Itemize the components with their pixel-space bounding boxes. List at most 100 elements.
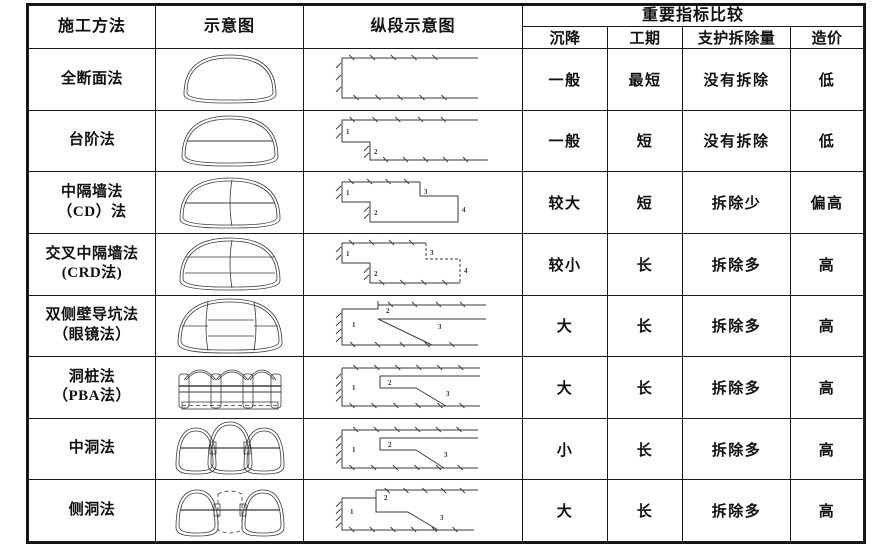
- cell-settlement: 小: [522, 417, 608, 481]
- cell-cross-section-figure: [155, 109, 304, 173]
- cell-method: 全断面法: [28, 48, 156, 111]
- svg-text:3: 3: [440, 514, 444, 522]
- svg-text:2: 2: [374, 270, 378, 278]
- svg-text:3: 3: [424, 188, 428, 196]
- cell-cross-section-figure: [155, 417, 304, 481]
- cell-settlement: 一般: [522, 48, 608, 111]
- cell-settlement: 较大: [522, 171, 608, 234]
- svg-text:1: 1: [346, 250, 350, 258]
- method-name-line1: 全断面法: [60, 70, 123, 87]
- cell-cross-section-figure: [155, 232, 304, 296]
- side-drift-section-icon: [156, 480, 303, 541]
- cell-longitudinal-figure: 1 2 3: [303, 294, 523, 358]
- cell-method: 侧洞法: [28, 479, 156, 542]
- cd-method-longitudinal-icon: 1 2 3 4: [304, 172, 522, 233]
- svg-text:3: 3: [444, 451, 448, 459]
- cell-settlement: 一般: [522, 109, 608, 173]
- cell-method: 交叉中隔墙法 (CRD法): [28, 232, 156, 296]
- method-name-line2: （眼镜法）: [53, 326, 131, 343]
- header-method: 施工方法: [28, 5, 156, 49]
- cell-settlement: 大: [522, 294, 608, 358]
- cell-cost: 偏高: [789, 171, 865, 234]
- header-metrics-group: 重要指标比较: [521, 5, 865, 27]
- cell-support-removal: 拆除多: [682, 356, 791, 419]
- header-support-removal: 支护拆除量: [682, 26, 791, 49]
- cell-settlement: 较小: [522, 232, 608, 296]
- method-name-line1: 双侧壁导坑法: [45, 307, 139, 324]
- cell-cost: 高: [789, 417, 865, 481]
- cell-cost: 高: [789, 294, 865, 358]
- svg-text:4: 4: [462, 206, 466, 214]
- cell-cross-section-figure: [155, 479, 304, 542]
- full-face-longitudinal-icon: [304, 49, 522, 110]
- crd-method-section-icon: [156, 234, 303, 295]
- cell-settlement: 大: [522, 479, 608, 542]
- cell-cross-section-figure: [155, 356, 304, 419]
- method-name-line1: 交叉中隔墙法: [45, 245, 139, 262]
- svg-text:1: 1: [352, 321, 356, 329]
- cell-duration: 短: [607, 109, 683, 173]
- svg-text:2: 2: [386, 307, 390, 315]
- cell-longitudinal-figure: [303, 48, 523, 111]
- cell-method: 洞桩法（PBA法）: [28, 356, 156, 419]
- header-row-2: 沉降 工期 支护拆除量 造价: [29, 26, 865, 49]
- cell-support-removal: 拆除少: [682, 171, 791, 234]
- svg-text:1: 1: [352, 446, 356, 454]
- method-name-line2: （CD）法: [57, 203, 127, 220]
- cd-method-section-icon: [156, 172, 303, 233]
- cell-cost: 低: [789, 109, 865, 173]
- cell-duration: 最短: [607, 48, 683, 111]
- cell-duration: 短: [607, 171, 683, 234]
- svg-text:3: 3: [438, 323, 442, 331]
- cell-cost: 高: [789, 232, 865, 296]
- cell-support-removal: 拆除多: [682, 294, 791, 358]
- svg-text:1: 1: [350, 508, 354, 516]
- cell-method: 双侧壁导坑法 （眼镜法）: [28, 294, 156, 358]
- center-drift-longitudinal-icon: 1 2 3: [304, 419, 522, 480]
- cell-cross-section-figure: [155, 171, 304, 234]
- cell-cross-section-figure: [155, 48, 304, 111]
- method-name-line2: （PBA法）: [52, 388, 131, 405]
- svg-text:3: 3: [430, 249, 434, 257]
- full-face-tunnel-section-icon: [156, 49, 303, 110]
- cell-support-removal: 拆除多: [682, 232, 791, 296]
- svg-text:2: 2: [374, 148, 378, 156]
- method-name-line1: 中洞法: [68, 440, 116, 457]
- method-name-line1: 侧洞法: [68, 501, 116, 518]
- double-side-drift-longitudinal-icon: 1 2 3: [304, 296, 522, 357]
- svg-text:2: 2: [374, 209, 378, 217]
- cell-method: 中隔墙法（CD）法: [28, 171, 156, 234]
- header-longitudinal-section: 纵段示意图: [303, 5, 523, 49]
- cell-support-removal: 拆除多: [682, 479, 791, 542]
- cell-method: 中洞法: [28, 417, 156, 481]
- cell-cost: 高: [789, 479, 865, 542]
- svg-text:1: 1: [346, 128, 350, 136]
- cell-duration: 长: [607, 417, 683, 481]
- method-name-line2: (CRD法): [61, 265, 123, 282]
- cell-longitudinal-figure: 1 2 3: [303, 417, 523, 481]
- cell-duration: 长: [607, 294, 683, 358]
- svg-text:2: 2: [388, 441, 392, 449]
- header-duration: 工期: [607, 26, 683, 49]
- cell-settlement: 大: [522, 356, 608, 419]
- svg-text:2: 2: [388, 379, 392, 387]
- header-cross-section: 示意图: [155, 5, 304, 49]
- svg-text:1: 1: [346, 189, 350, 197]
- bench-cut-section-icon: [156, 111, 303, 172]
- cell-duration: 长: [607, 479, 683, 542]
- construction-method-comparison-table: 施工方法 示意图 纵段示意图 重要指标比较 沉降 工期 支护拆除量 造价 全断面…: [25, 3, 867, 544]
- pba-pile-beam-arch-section-icon: [156, 357, 303, 418]
- table-row: 双侧壁导坑法 （眼镜法） 1 2 3 大长拆除多高: [28, 294, 865, 358]
- cell-cost: 高: [789, 356, 865, 419]
- cell-support-removal: 拆除多: [682, 417, 791, 481]
